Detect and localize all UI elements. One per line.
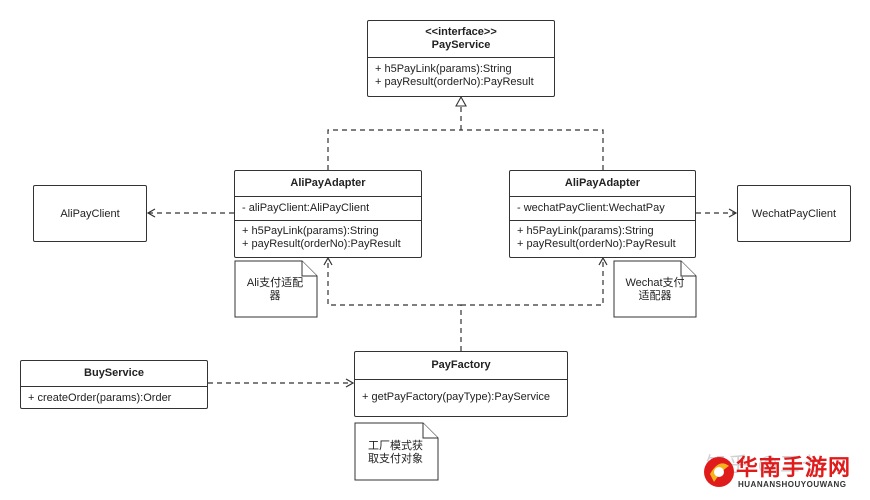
pay-service-stereotype: <<interface>>: [425, 26, 497, 38]
field-item: - aliPayClient:AliPayClient: [242, 202, 370, 214]
ali-adapter-methods: + h5PayLink(params):String + payResult(o…: [235, 220, 421, 255]
method-item: + payResult(orderNo):PayResult: [517, 238, 676, 250]
zhihu-watermark: 知乎 @三七: [706, 454, 824, 476]
wechat-client-title: WechatPayClient: [751, 207, 837, 220]
pay-factory-title: PayFactory: [355, 352, 567, 380]
ali-pay-client-class[interactable]: AliPayClient: [33, 185, 147, 242]
factory-note-fold: [422, 423, 438, 439]
logo-subtext: HUANANSHOUYOUWANG: [738, 480, 847, 489]
buy-service-class[interactable]: BuyService + createOrder(params):Order: [20, 360, 208, 409]
method-item: + h5PayLink(params):String: [517, 225, 654, 237]
buy-service-title: BuyService: [21, 361, 207, 387]
method-item: + getPayFactory(payType):PayService: [362, 391, 550, 403]
wechat-adapter-title: AliPayAdapter: [510, 171, 695, 197]
wechat-adapter-fields: - wechatPayClient:WechatPay: [510, 197, 695, 220]
method-item: + createOrder(params):Order: [28, 392, 172, 404]
method-item: + h5PayLink(params):String: [242, 225, 379, 237]
realize-wechat-line: [461, 129, 604, 170]
realize-ali-line: [327, 129, 461, 170]
wechat-pay-client-class[interactable]: WechatPayClient: [737, 185, 851, 242]
pay-service-title: PayService: [431, 39, 491, 51]
wechat-note-shape: [613, 260, 697, 318]
wechat-adapter-methods: + h5PayLink(params):String + payResult(o…: [510, 220, 695, 255]
factory-ali-line: [323, 256, 462, 351]
pay-service-methods: + h5PayLink(params):String + payResult(o…: [368, 58, 554, 94]
field-item: - wechatPayClient:WechatPay: [517, 202, 665, 214]
factory-note: 工厂模式获取支付对象: [355, 423, 438, 480]
logo-icon: [704, 457, 734, 487]
site-logo: 华南手游网 HUANANSHOUYOUWANG: [700, 448, 870, 500]
wechat-note-text: Wechat支付适配器: [625, 277, 685, 302]
ali-adapter-title: AliPayAdapter: [235, 171, 421, 197]
pay-factory-methods: + getPayFactory(payType):PayService: [355, 380, 567, 415]
ali-pay-adapter-class[interactable]: AliPayAdapter - aliPayClient:AliPayClien…: [234, 170, 422, 258]
method-item: + h5PayLink(params):String: [375, 63, 512, 75]
logo-text: 华南手游网: [736, 456, 852, 481]
ali-client-title: AliPayClient: [60, 207, 120, 220]
ali-note: Ali支付适配器: [235, 261, 317, 317]
factory-note-shape: [354, 422, 439, 481]
method-item: + payResult(orderNo):PayResult: [375, 76, 534, 88]
ali-note-shape: [234, 260, 318, 318]
buy-service-methods: + createOrder(params):Order: [21, 387, 207, 410]
ali-adapter-fields: - aliPayClient:AliPayClient: [235, 197, 421, 220]
factory-note-text: 工厂模式获取支付对象: [368, 439, 423, 465]
factory-wechat-line: [461, 256, 608, 306]
ali-note-text: Ali支付适配器: [246, 277, 304, 302]
method-item: + payResult(orderNo):PayResult: [242, 238, 401, 250]
pay-factory-class[interactable]: PayFactory + getPayFactory(payType):PayS…: [354, 351, 568, 417]
pay-service-header: <<interface>> PayService: [368, 21, 554, 58]
ali-note-fold: [301, 261, 317, 277]
pay-service-class[interactable]: <<interface>> PayService + h5PayLink(par…: [367, 20, 555, 97]
wechat-note: Wechat支付适配器: [614, 261, 696, 317]
wechat-pay-adapter-class[interactable]: AliPayAdapter - wechatPayClient:WechatPa…: [509, 170, 696, 258]
wechat-note-fold: [680, 261, 696, 277]
